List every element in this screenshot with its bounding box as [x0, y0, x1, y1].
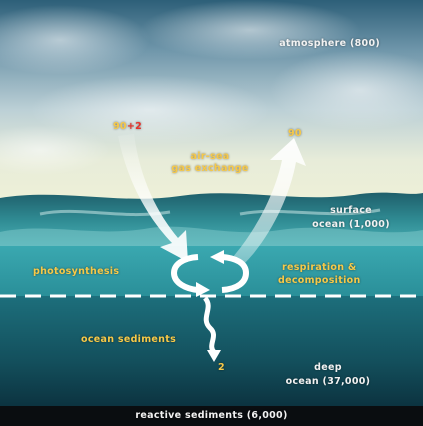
respiration-label-line1: respiration & — [282, 262, 357, 273]
wave-foam — [239, 208, 381, 216]
ocean-sediments-label: ocean sediments — [81, 334, 177, 345]
surface-ocean-label-line2: ocean (1,000) — [312, 219, 390, 230]
sediment-flux-arrowhead — [207, 350, 221, 362]
cloud — [0, 125, 110, 175]
sea-to-air-flux-value: 90 — [288, 128, 302, 139]
atmosphere-label: atmosphere (800) — [279, 38, 380, 49]
sediment-flux-value: 2 — [218, 362, 225, 373]
air-to-sea-flux-base: 90 — [113, 121, 127, 132]
sea-to-air-arrow — [232, 138, 306, 264]
deep-ocean-label-line1: deep — [314, 362, 342, 373]
surface-ocean-label-line1: surface — [330, 205, 372, 216]
cloud — [140, 0, 360, 60]
wave-crest — [0, 226, 423, 246]
sediment-flux-arrow — [202, 296, 217, 354]
air-sea-exchange-label-line1: air-sea — [190, 151, 230, 162]
air-to-sea-flux-increment: +2 — [126, 121, 142, 132]
cloud — [0, 5, 150, 75]
cloud — [30, 75, 270, 145]
air-to-sea-flux-value: 90+2 — [113, 121, 142, 133]
photosynthesis-label: photosynthesis — [33, 266, 120, 277]
deep-ocean-label-line2: ocean (37,000) — [285, 376, 371, 387]
air-sea-exchange-label-line2: gas exchange — [171, 163, 249, 174]
reactive-sediments-label: reactive sediments (6,000) — [135, 410, 288, 421]
photosynthesis-loop — [170, 254, 199, 293]
reactive-sediments-band: reactive sediments (6,000) — [0, 406, 423, 426]
photosynthesis-arrowhead — [196, 282, 210, 297]
surface-ocean-layer — [0, 246, 423, 296]
respiration-arrowhead — [210, 250, 224, 264]
cloud — [270, 50, 423, 130]
air-to-sea-arrow — [118, 134, 188, 262]
respiration-label-line2: decomposition — [278, 275, 361, 286]
respiration-loop — [221, 254, 250, 293]
